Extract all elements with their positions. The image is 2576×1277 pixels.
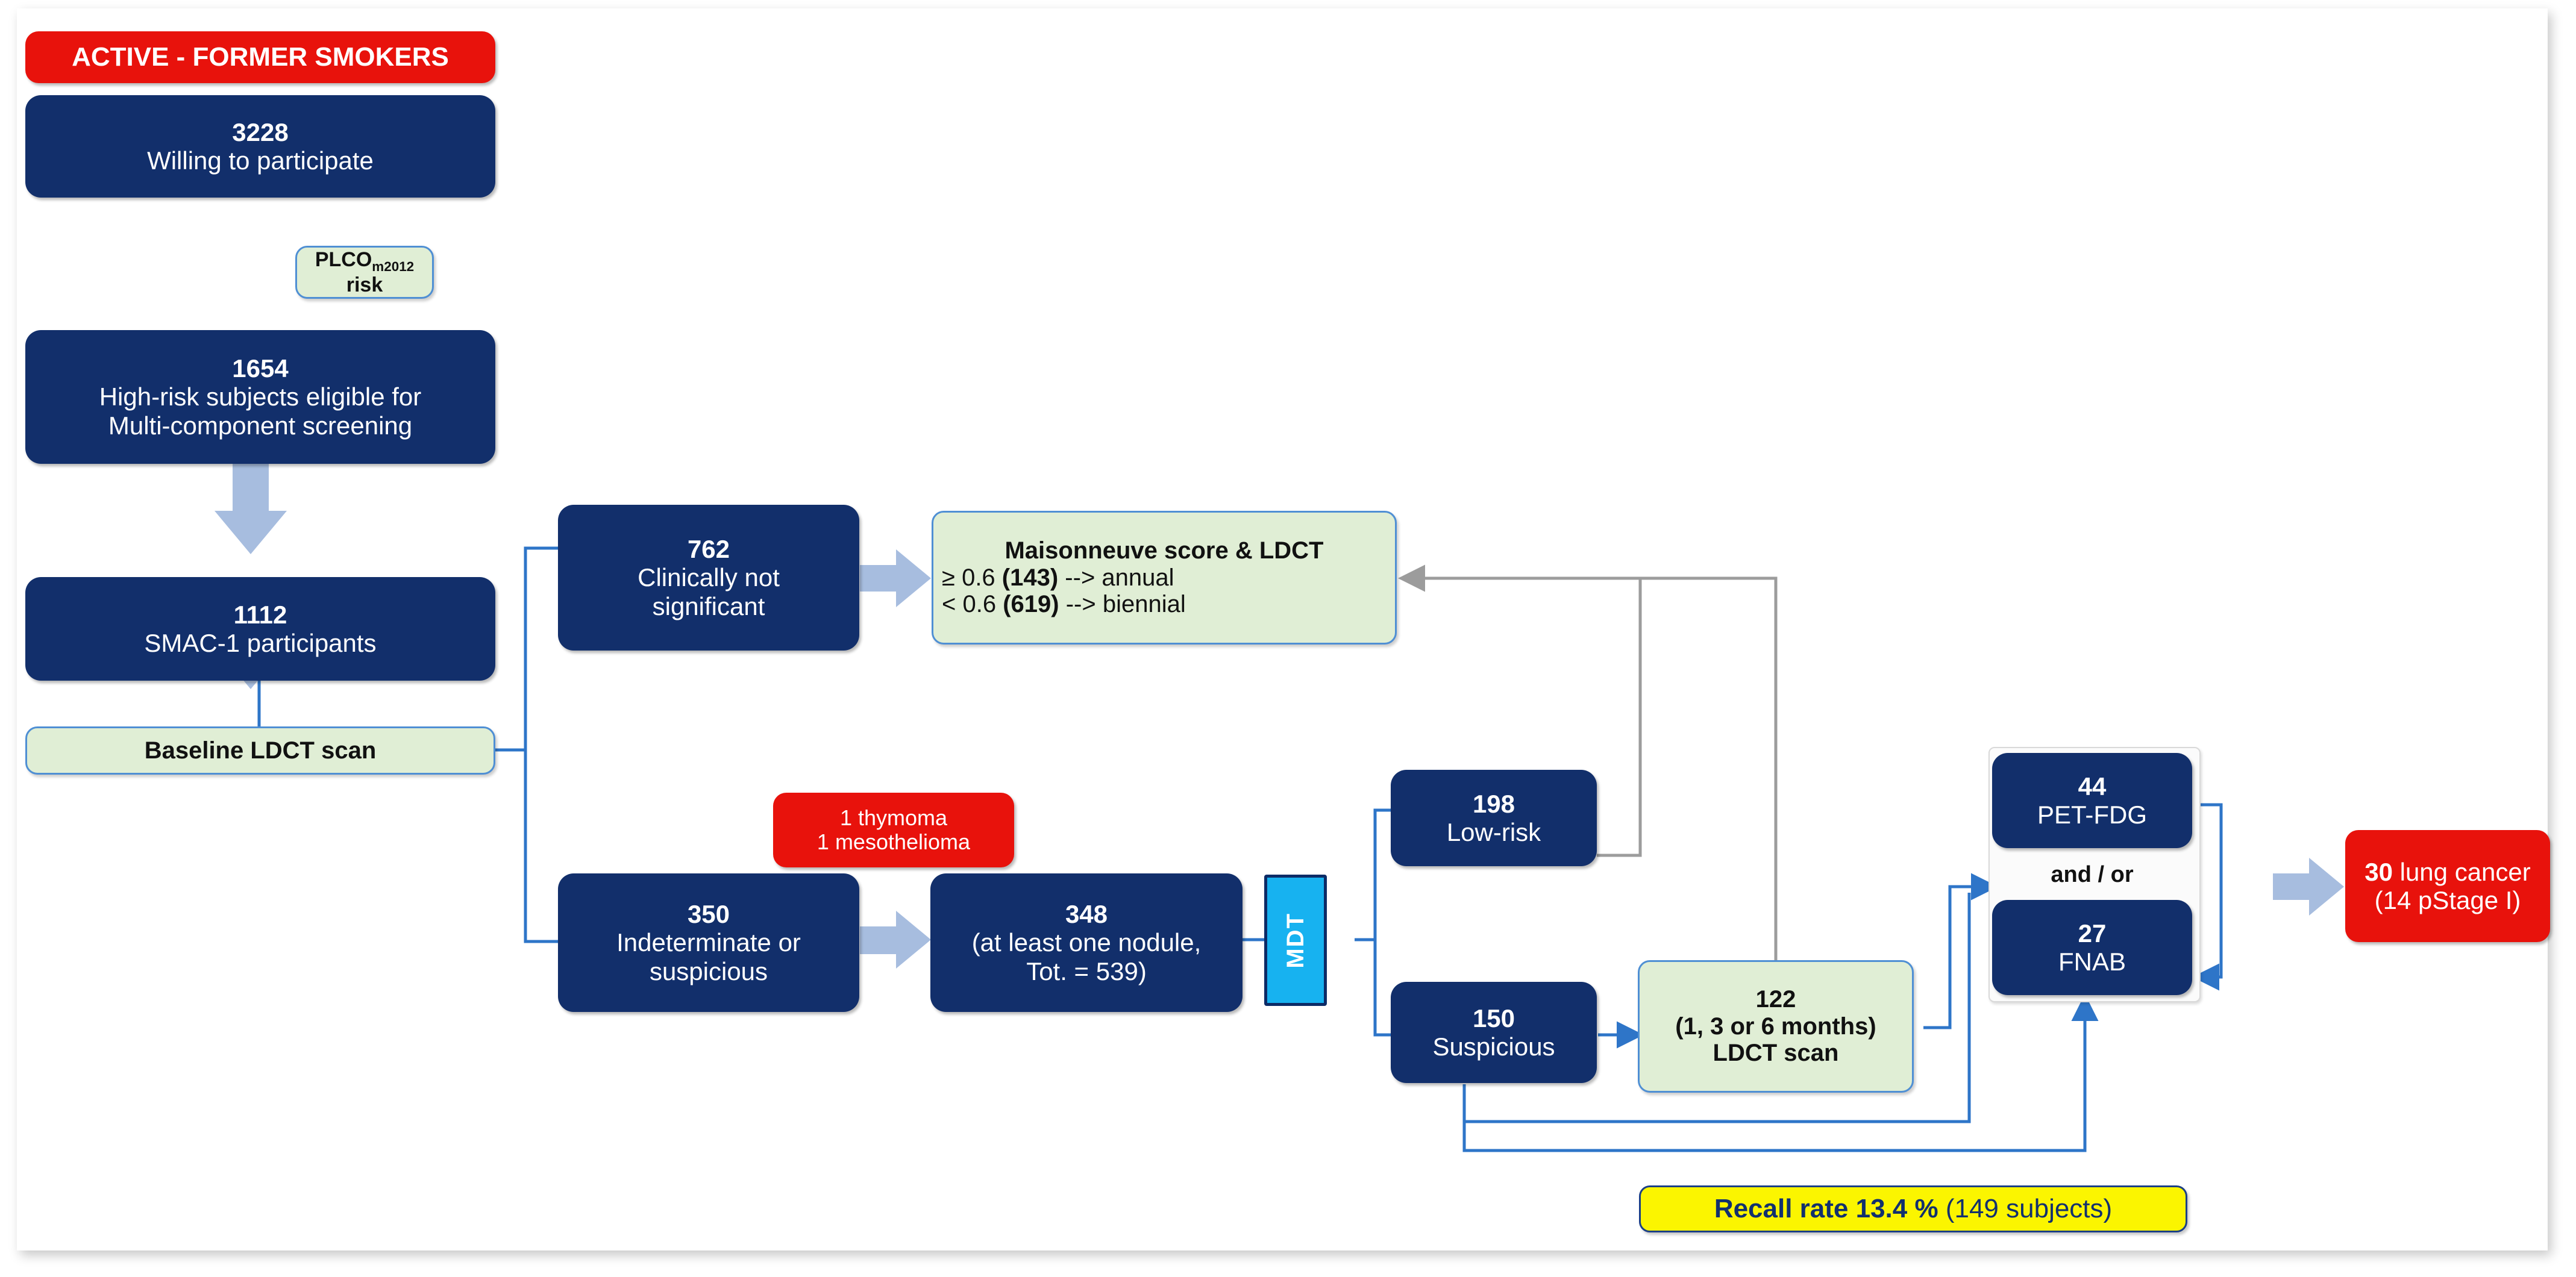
notsignificant-count: 762 <box>687 535 730 564</box>
node-at-least-one-nodule: 348 (at least one nodule, Tot. = 539) <box>930 873 1243 1012</box>
notsignificant-line1: Clinically not <box>638 563 780 592</box>
nodule-line2: Tot. = 539) <box>1026 957 1147 985</box>
fnab-label: FNAB <box>2058 948 2126 976</box>
nodule-count: 348 <box>1065 900 1108 929</box>
node-willing-to-participate: 3228 Willing to participate <box>25 95 495 198</box>
smac1-count: 1112 <box>233 600 287 629</box>
lowrisk-count: 198 <box>1472 789 1515 818</box>
plco-label: PLCOm2012 risk <box>315 248 415 297</box>
lungcancer-line1: 30 lung cancer <box>2364 857 2531 886</box>
banner-active-former-smokers: ACTIVE - FORMER SMOKERS <box>25 31 495 83</box>
node-baseline-ldct-scan: Baseline LDCT scan <box>25 726 495 775</box>
highrisk-line2: Multi-component screening <box>108 411 413 440</box>
node-clinically-not-significant: 762 Clinically not significant <box>558 505 859 651</box>
maisonneuve-title: Maisonneuve score & LDCT <box>1004 537 1324 564</box>
node-plco-risk: PLCOm2012 risk <box>295 246 434 299</box>
repeat-line1: (1, 3 or 6 months) <box>1675 1013 1876 1040</box>
repeat-line2: LDCT scan <box>1713 1040 1839 1067</box>
pet-count: 44 <box>2078 772 2107 801</box>
maisonneuve-row-2: < 0.6 (619) --> biennial <box>942 591 1186 618</box>
node-lung-cancer: 30 lung cancer (14 pStage I) <box>2345 830 2550 942</box>
node-pet-fdg: 44 PET-FDG <box>1992 753 2192 848</box>
suspicious-count: 150 <box>1472 1004 1515 1032</box>
and-or-text: and / or <box>2051 861 2134 887</box>
node-thymoma-mesothelioma: 1 thymoma 1 mesothelioma <box>773 793 1014 867</box>
node-low-risk: 198 Low-risk <box>1391 770 1597 866</box>
pet-label: PET-FDG <box>2037 801 2147 829</box>
node-smac1-participants: 1112 SMAC-1 participants <box>25 577 495 681</box>
node-fnab: 27 FNAB <box>1992 900 2192 995</box>
thymoma-line1: 1 thymoma <box>839 805 948 830</box>
node-high-risk-eligible: 1654 High-risk subjects eligible for Mul… <box>25 330 495 464</box>
lowrisk-label: Low-risk <box>1446 818 1541 846</box>
lungcancer-line2: (14 pStage I) <box>2374 886 2521 914</box>
node-recall-rate: Recall rate 13.4 % (149 subjects) <box>1639 1185 2187 1232</box>
banner-label: ACTIVE - FORMER SMOKERS <box>72 42 449 72</box>
node-mdt: MDT <box>1264 875 1327 1006</box>
indeterminate-count: 350 <box>687 900 730 929</box>
node-repeat-ldct-scan: 122 (1, 3 or 6 months) LDCT scan <box>1638 960 1914 1093</box>
indeterminate-line2: suspicious <box>649 957 768 985</box>
highrisk-line1: High-risk subjects eligible for <box>99 382 422 411</box>
smac1-label: SMAC-1 participants <box>144 629 377 657</box>
node-suspicious: 150 Suspicious <box>1391 982 1597 1083</box>
willing-count: 3228 <box>232 117 289 146</box>
maisonneuve-row-1: ≥ 0.6 (143) --> annual <box>942 564 1174 591</box>
indeterminate-line1: Indeterminate or <box>616 928 801 957</box>
notsignificant-line2: significant <box>652 592 765 620</box>
label-and-or: and / or <box>1992 852 2192 898</box>
node-maisonneuve-score: Maisonneuve score & LDCT ≥ 0.6 (143) -->… <box>932 511 1397 645</box>
mdt-label: MDT <box>1282 912 1309 969</box>
recall-text: Recall rate 13.4 % (149 subjects) <box>1714 1194 2113 1224</box>
baseline-label: Baseline LDCT scan <box>144 737 377 764</box>
highrisk-count: 1654 <box>232 354 289 383</box>
thymoma-line2: 1 mesothelioma <box>816 829 971 854</box>
node-indeterminate-suspicious: 350 Indeterminate or suspicious <box>558 873 859 1012</box>
repeat-count: 122 <box>1755 985 1796 1013</box>
fnab-count: 27 <box>2078 919 2107 948</box>
suspicious-label: Suspicious <box>1432 1032 1555 1061</box>
nodule-line1: (at least one nodule, <box>971 928 1202 957</box>
willing-label: Willing to participate <box>147 146 374 175</box>
